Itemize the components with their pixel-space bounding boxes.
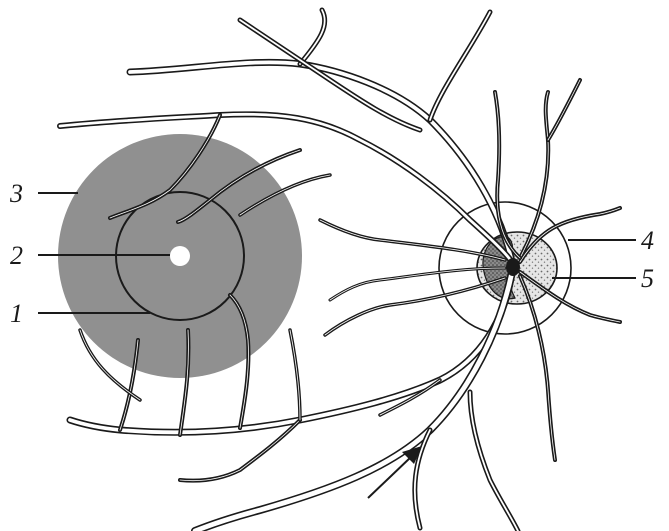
label-5: 5 — [641, 264, 654, 293]
vessel-15 — [290, 330, 300, 420]
vessel-17 — [470, 392, 518, 531]
vessel-1 — [300, 10, 325, 64]
label-2: 2 — [10, 241, 23, 270]
label-1: 1 — [10, 299, 23, 328]
vessel-trunk — [506, 258, 520, 276]
vessel-lumen-17 — [470, 392, 518, 531]
label-3: 3 — [9, 179, 23, 208]
foveola-center — [170, 246, 190, 266]
label-4: 4 — [641, 226, 654, 255]
